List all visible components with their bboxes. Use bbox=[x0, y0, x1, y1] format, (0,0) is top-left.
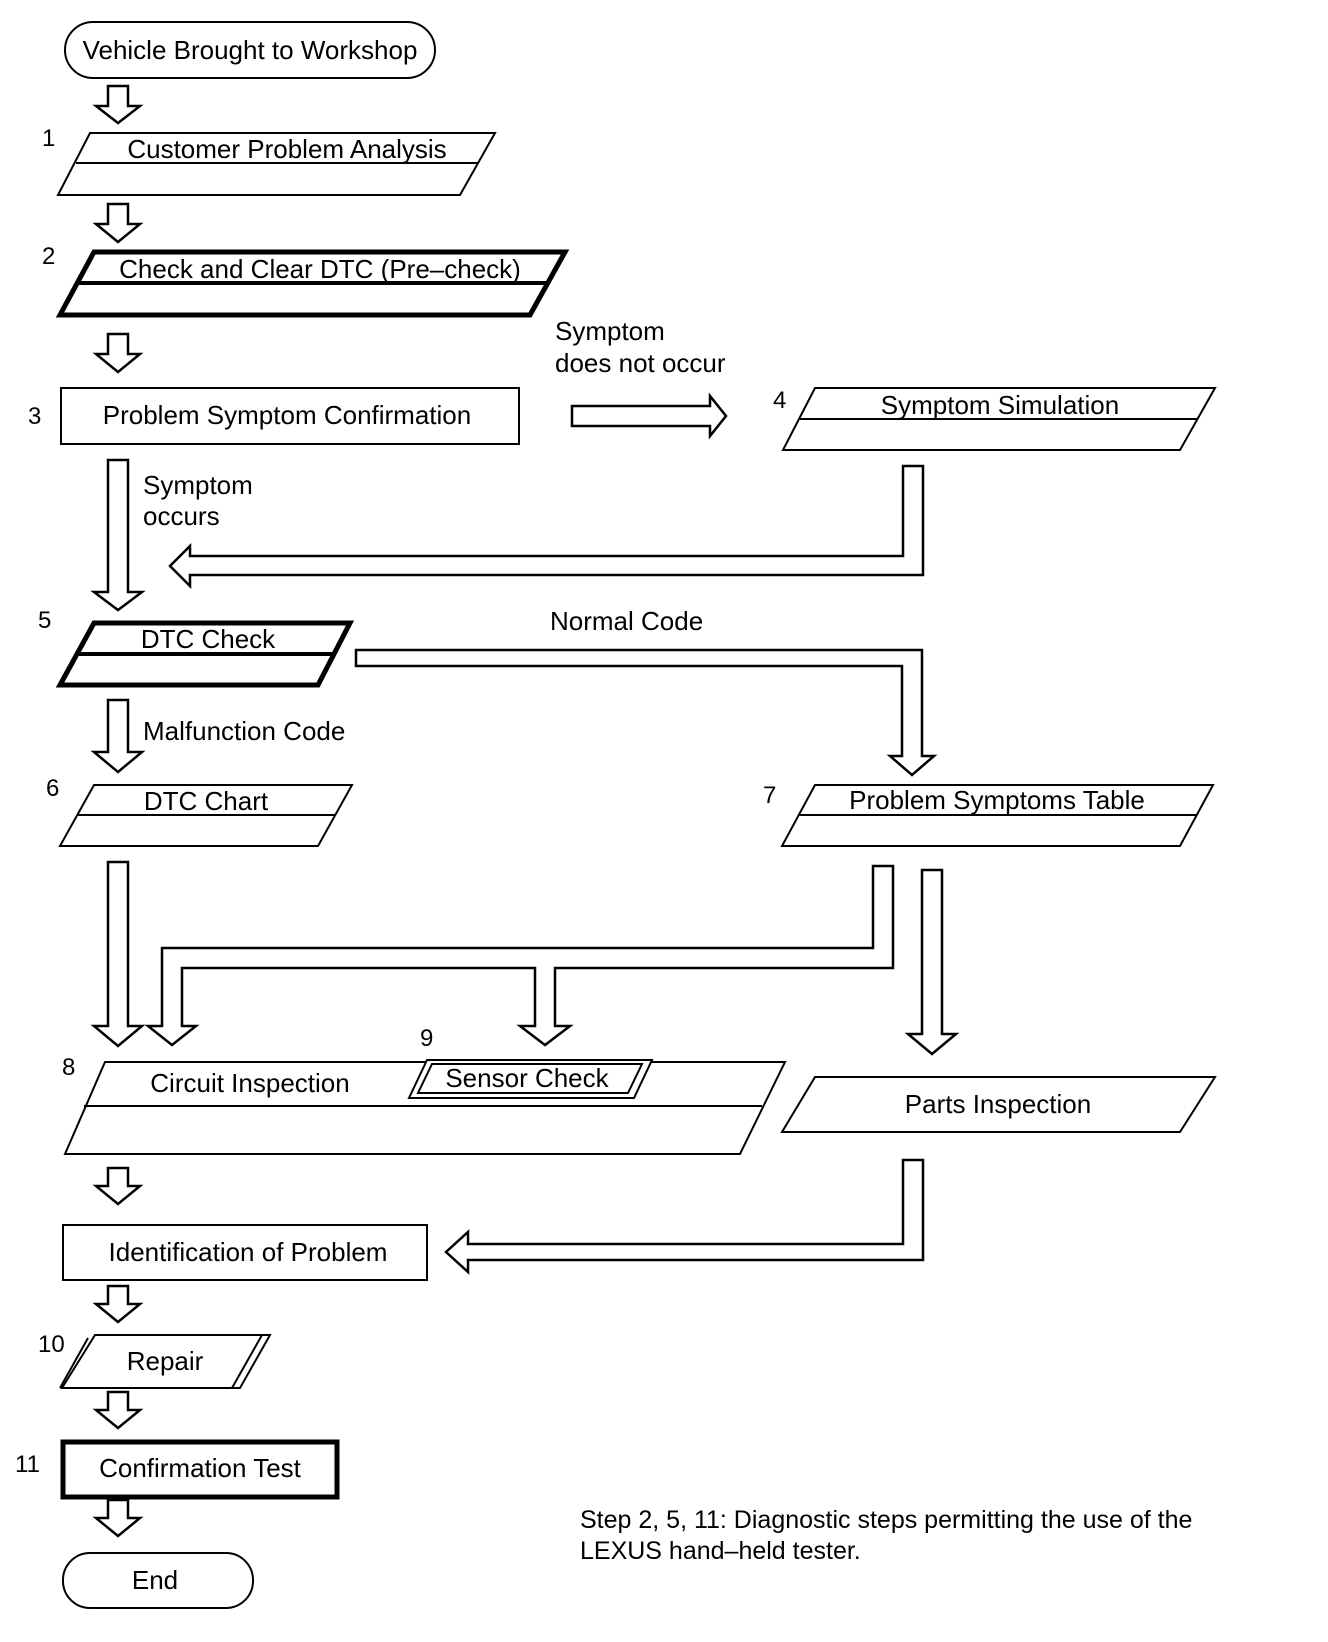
step-4-number: 4 bbox=[773, 387, 786, 414]
step-11-number: 11 bbox=[15, 1451, 40, 1478]
arrow-step-10-to-step-11 bbox=[92, 1390, 144, 1430]
step-6-label: DTC Chart bbox=[144, 786, 269, 816]
arrow-step-1-to-step-2 bbox=[92, 202, 144, 244]
arrow-step-5-to-step-6 bbox=[90, 698, 146, 774]
arrow-step-6-to-step-8 bbox=[90, 860, 146, 1048]
arrow-step-7-to-step-8-and-9 bbox=[144, 864, 895, 1047]
edge-label-normal-code: Normal Code bbox=[550, 606, 703, 636]
edge-label-symptom-occurs-1: Symptom bbox=[143, 470, 253, 500]
step-2-number: 2 bbox=[42, 243, 55, 270]
step-6-dtc-chart: DTC Chart 6 bbox=[46, 775, 354, 847]
step-9-label: Sensor Check bbox=[445, 1063, 609, 1093]
arrow-step-7-to-parts-inspection bbox=[904, 868, 960, 1056]
step-11-label: Confirmation Test bbox=[99, 1453, 302, 1483]
arrow-parts-inspection-to-identification bbox=[444, 1158, 925, 1275]
edge-label-symptom-not-occur-2: does not occur bbox=[555, 348, 726, 378]
arrow-start-to-step-1 bbox=[92, 84, 144, 125]
start-terminal: Vehicle Brought to Workshop bbox=[64, 21, 436, 79]
arrow-step-11-to-end bbox=[92, 1498, 144, 1538]
start-label: Vehicle Brought to Workshop bbox=[83, 35, 418, 65]
end-label: End bbox=[132, 1565, 178, 1595]
arrow-step-3-to-step-5 bbox=[90, 458, 146, 612]
identification-label: Identification of Problem bbox=[109, 1237, 388, 1267]
step-10-number: 10 bbox=[38, 1331, 65, 1358]
arrow-step-3-to-step-4 bbox=[570, 392, 728, 440]
step-4-label: Symptom Simulation bbox=[881, 390, 1119, 420]
step-3-number: 3 bbox=[28, 403, 41, 430]
step-5-dtc-check: DTC Check 5 bbox=[38, 607, 355, 688]
end-terminal: End bbox=[62, 1552, 254, 1609]
step-6-number: 6 bbox=[46, 775, 59, 802]
note-line-2: LEXUS hand–held tester. bbox=[580, 1537, 861, 1565]
parts-inspection-label: Parts Inspection bbox=[905, 1089, 1091, 1119]
edge-label-symptom-occurs-2: occurs bbox=[143, 501, 220, 531]
arrow-identification-to-step-10 bbox=[92, 1284, 144, 1324]
step-10-label: Repair bbox=[127, 1346, 204, 1376]
step-1-customer-problem-analysis: Customer Problem Analysis 1 bbox=[42, 125, 497, 196]
arrow-step-5-to-step-7 bbox=[354, 648, 938, 777]
identification-of-problem: Identification of Problem bbox=[62, 1224, 428, 1281]
step-7-number: 7 bbox=[763, 782, 776, 809]
step-1-number: 1 bbox=[42, 125, 55, 152]
step-4-symptom-simulation: Symptom Simulation 4 bbox=[773, 387, 1217, 451]
step-3-label: Problem Symptom Confirmation bbox=[103, 400, 471, 430]
step-5-number: 5 bbox=[38, 607, 51, 634]
step-7-label: Problem Symptoms Table bbox=[849, 785, 1145, 815]
step-1-label: Customer Problem Analysis bbox=[127, 134, 446, 164]
arrow-step-8-to-identification bbox=[92, 1166, 144, 1206]
step-2-check-clear-dtc: Check and Clear DTC (Pre–check) 2 bbox=[42, 243, 570, 318]
step-3-problem-symptom-confirmation: Problem Symptom Confirmation 3 bbox=[28, 387, 520, 445]
step-11-confirmation-test: Confirmation Test 11 bbox=[15, 1439, 340, 1500]
parts-inspection: Parts Inspection bbox=[780, 1076, 1217, 1133]
step-2-label: Check and Clear DTC (Pre–check) bbox=[119, 254, 521, 284]
edge-label-symptom-not-occur-1: Symptom bbox=[555, 316, 665, 346]
step-8-number: 8 bbox=[62, 1054, 75, 1081]
step-10-repair: Repair 10 bbox=[38, 1331, 272, 1389]
edge-label-malfunction-code: Malfunction Code bbox=[143, 716, 345, 746]
step-9-number: 9 bbox=[420, 1025, 433, 1052]
arrow-step-4-to-step-5 bbox=[168, 464, 925, 590]
arrow-step-2-to-step-3 bbox=[92, 332, 144, 374]
step-9-sensor-check: Sensor Check 9 bbox=[407, 1025, 654, 1099]
step-8-label: Circuit Inspection bbox=[150, 1068, 349, 1098]
step-5-label: DTC Check bbox=[141, 624, 276, 654]
step-7-problem-symptoms-table: Problem Symptoms Table 7 bbox=[763, 782, 1215, 847]
note-line-1: Step 2, 5, 11: Diagnostic steps permitti… bbox=[580, 1506, 1192, 1534]
